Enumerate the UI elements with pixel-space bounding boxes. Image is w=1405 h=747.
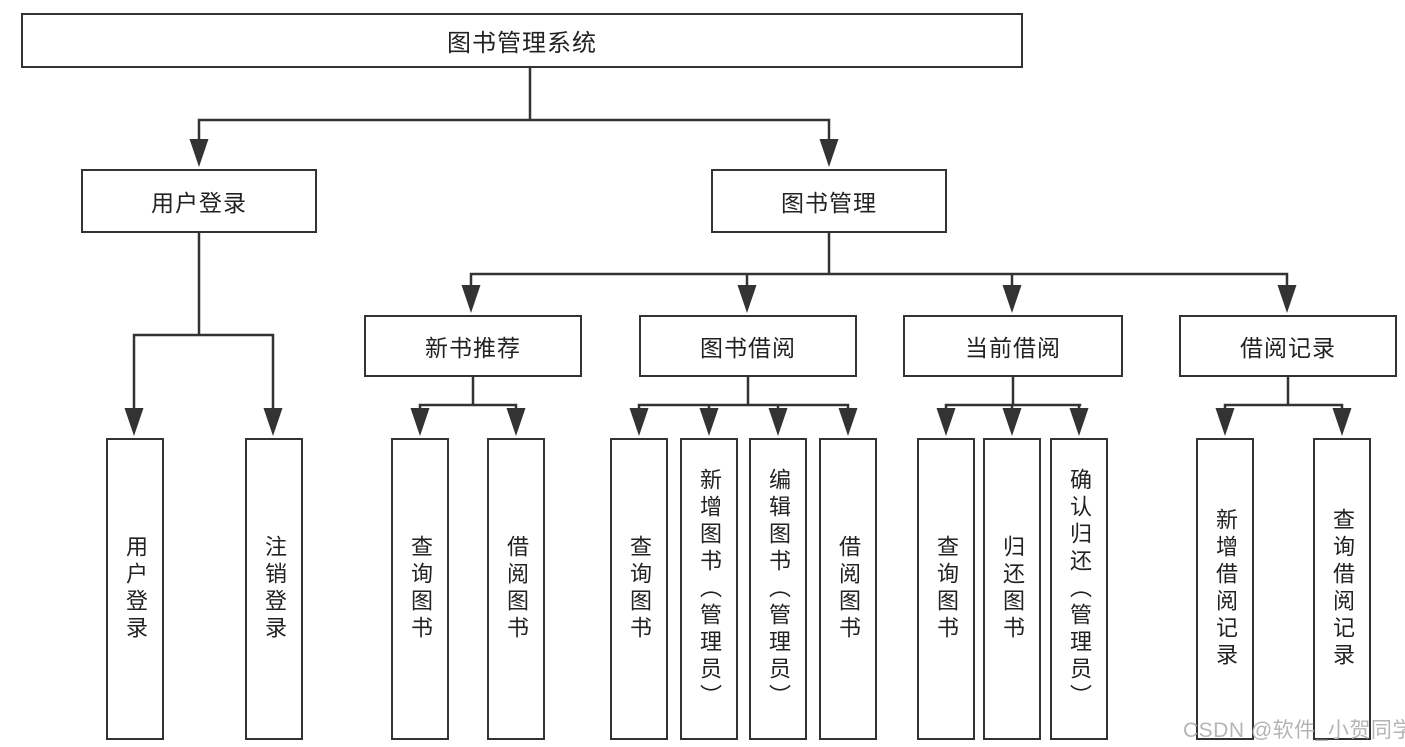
arrow-down-icon	[1215, 408, 1235, 436]
arrow-down-icon	[263, 408, 283, 436]
leaf-logout: 注销登录	[245, 438, 303, 740]
arrow-down-icon	[838, 408, 858, 436]
node-current-borrowing: 当前借阅	[903, 315, 1123, 377]
leaf-return-books: 归还图书	[983, 438, 1041, 740]
arrow-down-icon	[124, 408, 144, 436]
arrow-down-icon	[819, 139, 839, 167]
arrow-down-icon	[1277, 285, 1297, 313]
leaf-borrow-books: 借阅图书	[819, 438, 877, 740]
arrow-down-icon	[1002, 285, 1022, 313]
arrow-down-icon	[189, 139, 209, 167]
arrow-down-icon	[699, 408, 719, 436]
arrow-down-icon	[506, 408, 526, 436]
leaf-query-books: 查询图书	[391, 438, 449, 740]
arrowheads	[124, 139, 1352, 436]
leaf-confirm-return-admin: 确认归还（管理员）	[1050, 438, 1108, 740]
node-user-login-branch: 用户登录	[81, 169, 317, 233]
leaf-query-borrow-record: 查询借阅记录	[1313, 438, 1371, 740]
arrow-down-icon	[1069, 408, 1089, 436]
leaf-query-books: 查询图书	[610, 438, 668, 740]
node-new-book-recommendation: 新书推荐	[364, 315, 582, 377]
arrow-down-icon	[936, 408, 956, 436]
leaf-query-books: 查询图书	[917, 438, 975, 740]
arrow-down-icon	[629, 408, 649, 436]
arrow-down-icon	[1332, 408, 1352, 436]
leaf-user-login: 用户登录	[106, 438, 164, 740]
node-borrowing-records: 借阅记录	[1179, 315, 1397, 377]
leaf-add-books-admin: 新增图书（管理员）	[680, 438, 738, 740]
arrow-down-icon	[737, 285, 757, 313]
leaf-edit-books-admin: 编辑图书（管理员）	[749, 438, 807, 740]
leaf-borrow-books: 借阅图书	[487, 438, 545, 740]
arrow-down-icon	[768, 408, 788, 436]
leaf-add-borrow-record: 新增借阅记录	[1196, 438, 1254, 740]
arrow-down-icon	[461, 285, 481, 313]
arrow-down-icon	[1002, 408, 1022, 436]
node-book-management-branch: 图书管理	[711, 169, 947, 233]
arrow-down-icon	[410, 408, 430, 436]
node-book-borrowing: 图书借阅	[639, 315, 857, 377]
watermark: CSDN @软件_小贺同学	[1183, 719, 1405, 742]
node-library-management-system: 图书管理系统	[21, 13, 1023, 68]
